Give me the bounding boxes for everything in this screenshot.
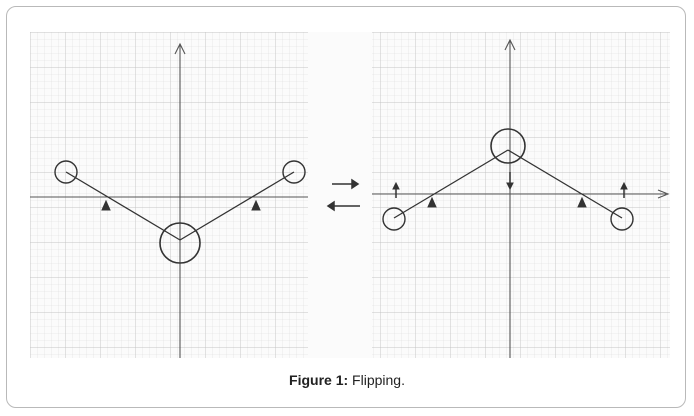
caption-label: Figure 1: <box>289 372 349 388</box>
left-joint-left <box>54 160 78 184</box>
right-joint-right <box>610 207 634 231</box>
right-joint-left <box>382 207 406 231</box>
flipping-figure <box>30 32 670 358</box>
left-joint-right <box>282 160 306 184</box>
left-joint-center <box>159 222 201 264</box>
left-panel <box>30 42 308 358</box>
right-bar-left <box>393 149 509 219</box>
left-grid <box>30 32 308 358</box>
right-y-arrow-icon <box>504 38 516 51</box>
figure-caption: Figure 1: Flipping. <box>0 370 694 390</box>
flip-arrows <box>326 178 360 212</box>
support-triangle-icon <box>427 196 437 208</box>
figure-drawing <box>30 32 670 358</box>
right-grid <box>372 32 670 358</box>
right-joint-center <box>490 128 526 164</box>
caption-text: Flipping. <box>352 372 405 388</box>
support-triangle-icon <box>251 199 261 211</box>
right-bar-right <box>507 149 623 219</box>
left-bar-right <box>179 171 295 241</box>
support-triangle-icon <box>101 199 111 211</box>
support-triangle-icon <box>577 196 587 208</box>
right-x-arrow-icon <box>657 189 670 199</box>
left-y-arrow-icon <box>174 42 186 55</box>
left-bar-left <box>65 171 181 241</box>
right-panel <box>372 38 670 358</box>
